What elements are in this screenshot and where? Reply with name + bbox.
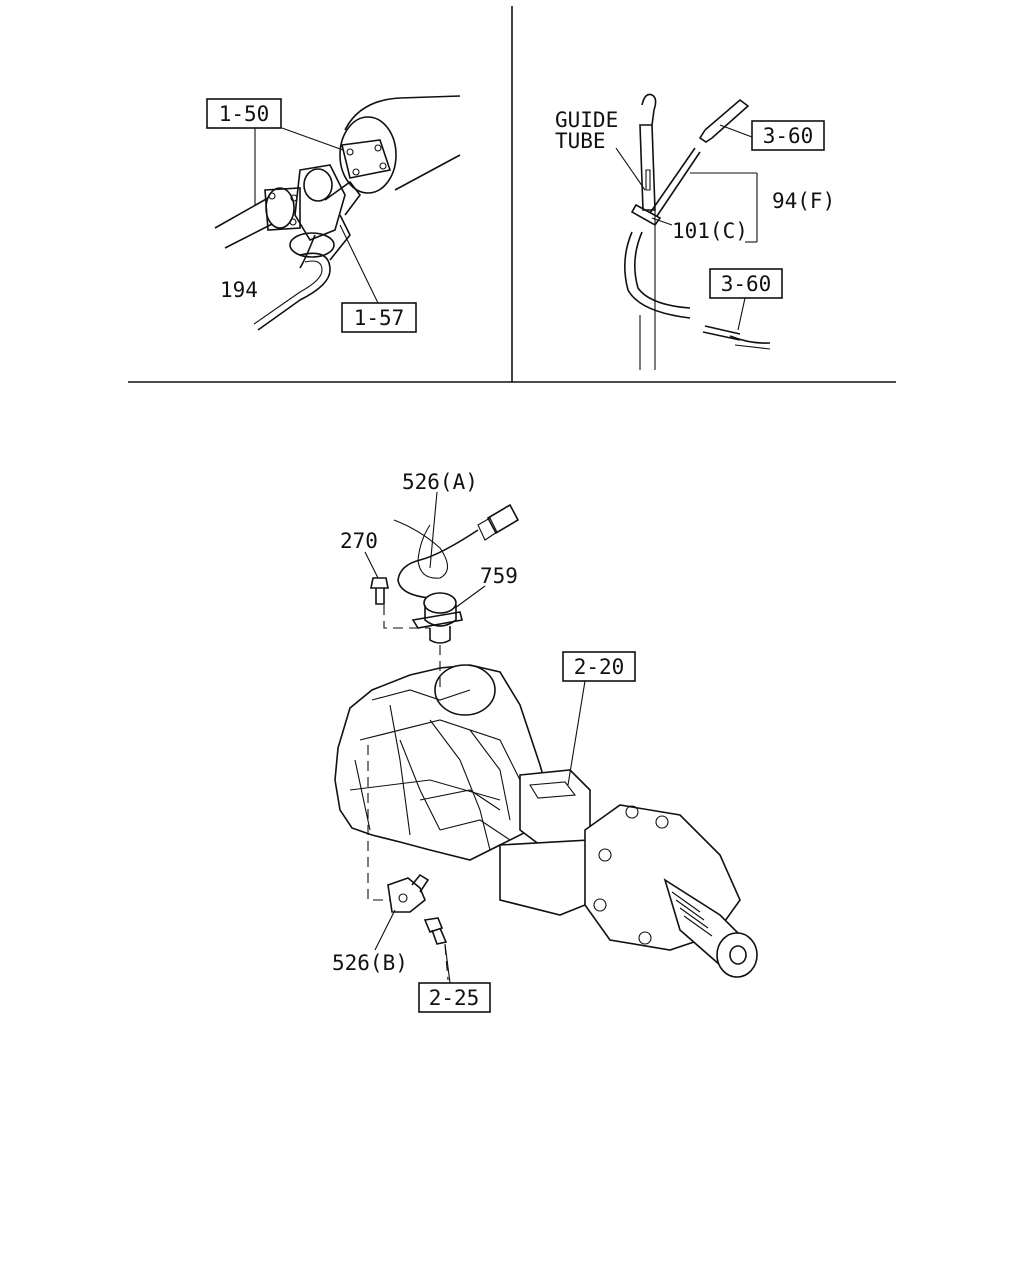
ref-box-3-60-top[interactable]: 3-60: [751, 120, 825, 151]
leader-270: [364, 551, 379, 579]
alignment-line-526b: [367, 745, 390, 901]
leader-759: [454, 585, 486, 609]
part-label-101c: 101(C): [672, 219, 748, 243]
ref-label-3-60-bottom: 3-60: [721, 272, 772, 296]
ref-label-1-57: 1-57: [354, 306, 405, 330]
leader-1-57: [339, 224, 379, 304]
part-label-270: 270: [340, 529, 378, 553]
part-label-526b: 526(B): [332, 951, 408, 975]
ref-box-2-25[interactable]: 2-25: [418, 982, 491, 1013]
part-label-759: 759: [480, 564, 518, 588]
ref-label-1-50: 1-50: [219, 102, 270, 126]
part-label-526a: 526(A): [402, 470, 478, 494]
leader-1-50-a: [281, 127, 344, 151]
part-label-94f: 94(F): [772, 189, 835, 213]
ref-box-1-57[interactable]: 1-57: [341, 302, 417, 333]
ref-box-1-50[interactable]: 1-50: [206, 98, 282, 129]
guide-tube-label-line1: GUIDE: [555, 108, 618, 132]
leader-2-25: [444, 943, 451, 984]
leader-526a: [429, 491, 438, 569]
part-label-194: 194: [220, 278, 258, 302]
alignment-line-270: [383, 605, 430, 629]
leader-3-60-top: [719, 124, 753, 138]
transmission-illustration: [334, 664, 758, 978]
leader-101c: [651, 217, 673, 226]
leader-526b: [374, 909, 396, 951]
guide-tube-illustration: [624, 93, 771, 370]
ref-label-2-20: 2-20: [574, 655, 625, 679]
guide-tube-label-line2: TUBE: [555, 129, 606, 153]
leader-guide-tube: [615, 147, 646, 191]
exhaust-assembly-illustration: [214, 95, 461, 331]
ref-label-3-60-top: 3-60: [763, 124, 814, 148]
leader-3-60-bottom: [737, 297, 746, 331]
ref-label-2-25: 2-25: [429, 986, 480, 1010]
leader-2-20: [567, 680, 586, 786]
ref-box-3-60-bottom[interactable]: 3-60: [709, 268, 783, 299]
speed-sensor-harness-illustration: [370, 503, 520, 644]
ref-box-2-20[interactable]: 2-20: [562, 651, 636, 682]
